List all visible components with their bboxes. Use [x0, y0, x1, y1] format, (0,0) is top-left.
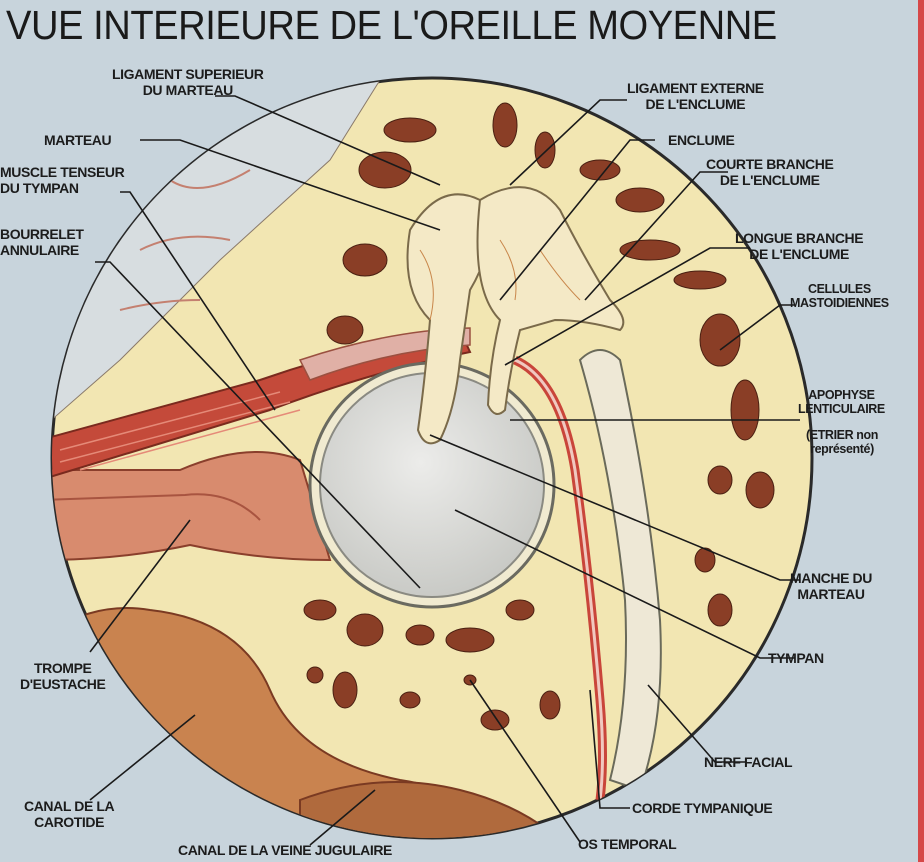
leader-enclume	[499, 139, 655, 301]
leader-canal-veine	[309, 789, 376, 846]
label-os: OS TEMPORAL	[578, 836, 677, 852]
label-canal-veine: CANAL DE LA VEINE JUGULAIRE	[178, 842, 392, 858]
leader-longue-branche	[504, 247, 750, 366]
leader-os	[469, 679, 581, 843]
leader-marteau	[140, 139, 441, 231]
label-trompe: TROMPE D'EUSTACHE	[20, 660, 106, 692]
outer-wall-vessel	[119, 169, 251, 311]
incus	[476, 186, 625, 415]
eustachian-tube-inner	[52, 493, 261, 521]
leader-lines	[89, 95, 800, 846]
label-courte-branche: COURTE BRANCHE DE L'ENCLUME	[706, 156, 834, 188]
leader-tympan	[454, 509, 795, 659]
leader-courte-branche	[584, 171, 728, 301]
leader-corde	[589, 689, 630, 809]
leader-canal-carotide	[89, 714, 196, 801]
leader-nerf	[647, 684, 745, 763]
leader-cellules	[719, 304, 795, 351]
label-marteau: MARTEAU	[44, 132, 112, 148]
ossicle-vessels	[419, 239, 581, 321]
mastoid-cells	[303, 102, 775, 731]
label-etrier: (ETRIER non représenté)	[806, 428, 878, 456]
leader-trompe	[89, 519, 191, 653]
label-corde: CORDE TYMPANIQUE	[632, 800, 773, 816]
leader-ligament-externe	[509, 99, 627, 186]
facial-nerve	[578, 349, 662, 792]
label-ligament-externe: LIGAMENT EXTERNE DE L'ENCLUME	[627, 80, 764, 112]
leader-manche	[429, 434, 800, 581]
page-title: VUE INTERIEURE DE L'OREILLE MOYENNE	[6, 2, 777, 48]
label-longue-branche: LONGUE BRANCHE DE L'ENCLUME	[735, 230, 864, 262]
edge-stripe	[918, 0, 924, 862]
label-muscle-tenseur: MUSCLE TENSEUR DU TYMPAN	[0, 164, 125, 196]
label-manche: MANCHE DU MARTEAU	[790, 570, 872, 602]
label-cellules: CELLULES MASTOIDIENNES	[790, 282, 889, 310]
label-canal-carotide: CANAL DE LA CAROTIDE	[24, 798, 115, 830]
label-bourrelet: BOURRELET ANNULAIRE	[0, 226, 84, 258]
label-enclume: ENCLUME	[668, 132, 735, 148]
label-tympan: TYMPAN	[768, 650, 824, 666]
label-apophyse: APOPHYSE LENTICULAIRE	[798, 388, 885, 416]
label-ligament-superieur: LIGAMENT SUPERIEUR DU MARTEAU	[112, 66, 264, 98]
leader-muscle-tenseur	[120, 191, 276, 411]
leader-ligament-superieur	[215, 95, 441, 186]
label-nerf: NERF FACIAL	[704, 754, 793, 770]
leader-bourrelet	[95, 261, 421, 589]
eustachian-tube	[52, 451, 332, 562]
